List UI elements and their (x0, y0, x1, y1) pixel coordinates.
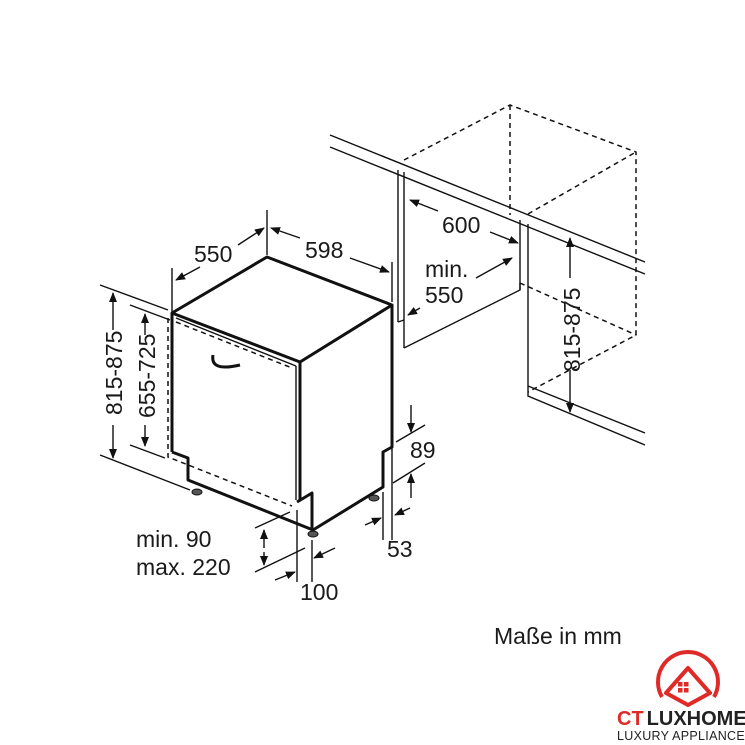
dimension-lines (99, 210, 426, 582)
cabinet-niche (329, 104, 646, 446)
dishwasher-body (167, 255, 394, 538)
units-note: Maße in mm (494, 623, 622, 649)
depth-label: 550 (194, 241, 232, 267)
svg-text:LUXURY APPLIANCES: LUXURY APPLIANCES (617, 729, 745, 743)
width-label: 598 (305, 237, 343, 263)
plinth-min-label: min. 90 (136, 526, 211, 552)
plinth-notch-label: 89 (410, 437, 436, 463)
niche-width-label: 600 (442, 212, 480, 238)
niche-depth-value: 550 (425, 282, 463, 308)
plinth-max-label: max. 220 (136, 554, 231, 580)
foot-offset-label: 100 (300, 579, 338, 605)
niche-height-label: 815-875 (559, 288, 585, 372)
total-height-label: 815-875 (101, 331, 127, 415)
niche-depth-min-label: min. (425, 256, 468, 282)
door-height-label: 655-725 (134, 334, 160, 418)
plinth-depth-label: 53 (387, 536, 413, 562)
